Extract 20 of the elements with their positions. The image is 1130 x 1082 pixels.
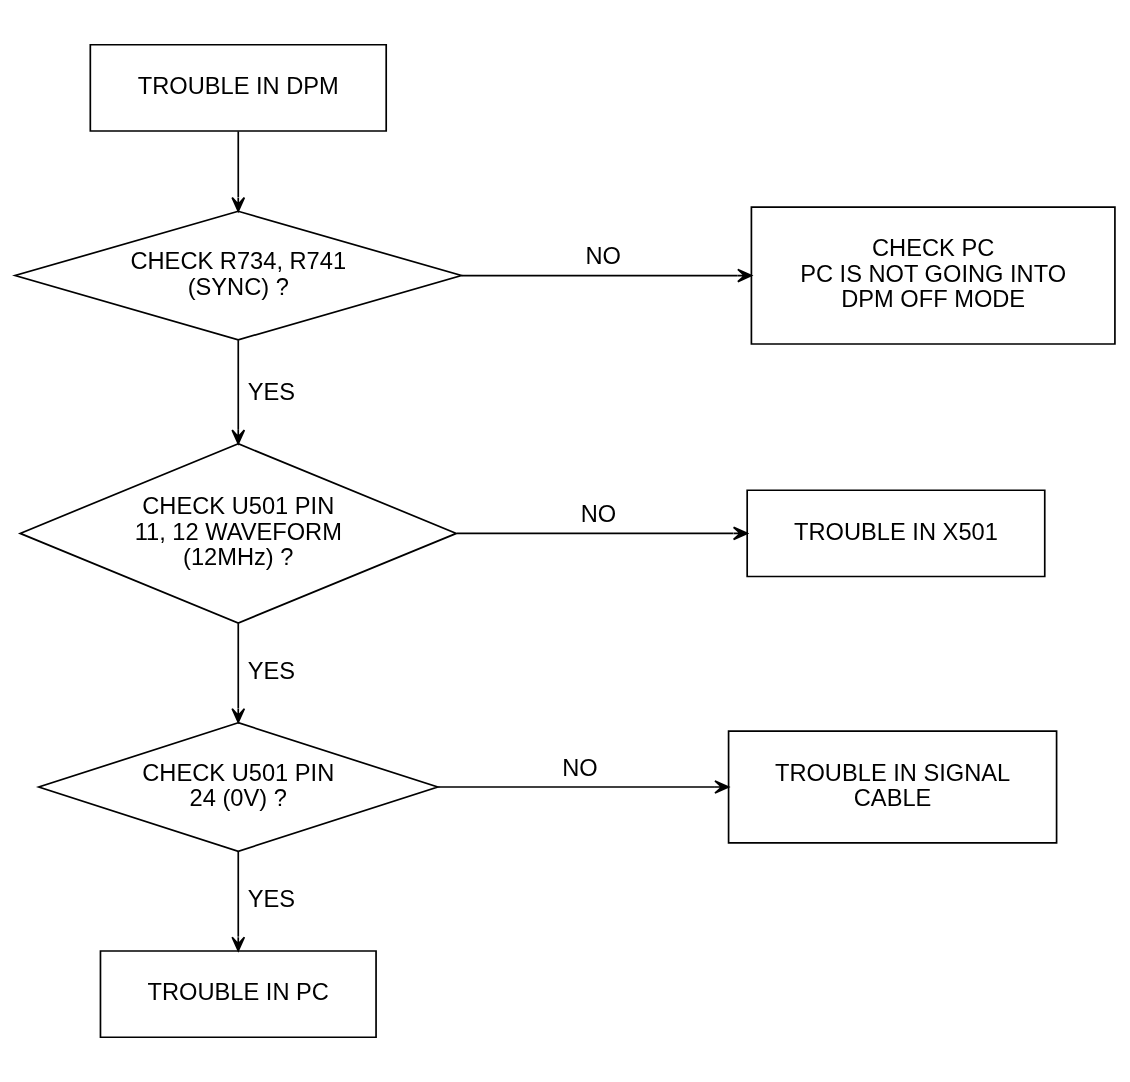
edge-label: NO bbox=[562, 754, 598, 781]
edge-label: NO bbox=[580, 500, 617, 527]
arrow bbox=[231, 130, 246, 213]
arrow bbox=[231, 339, 246, 445]
node-box: TROUBLE IN DPM bbox=[89, 43, 388, 132]
arrow bbox=[437, 780, 730, 794]
arrow bbox=[455, 526, 748, 541]
node-box: TROUBLE IN X501 bbox=[746, 489, 1046, 578]
node-box: TROUBLE IN SIGNAL CABLE bbox=[727, 730, 1058, 844]
node-box: CHECK PC PC IS NOT GOING INTO DPM OFF MODE bbox=[750, 206, 1116, 345]
node-diamond: CHECK U501 PIN 11, 12 WAVEFORM (12MHz) ? bbox=[17, 442, 459, 624]
edge-label: NO bbox=[585, 243, 621, 270]
arrow bbox=[460, 268, 753, 283]
node-box: TROUBLE IN PC bbox=[99, 950, 377, 1039]
edge-label: YES bbox=[247, 379, 295, 406]
edge-label: YES bbox=[247, 658, 295, 685]
arrow bbox=[231, 850, 246, 952]
node-diamond: CHECK U501 PIN 24 (0V) ? bbox=[36, 721, 441, 853]
edge-label: YES bbox=[247, 886, 295, 913]
arrow bbox=[231, 622, 246, 724]
